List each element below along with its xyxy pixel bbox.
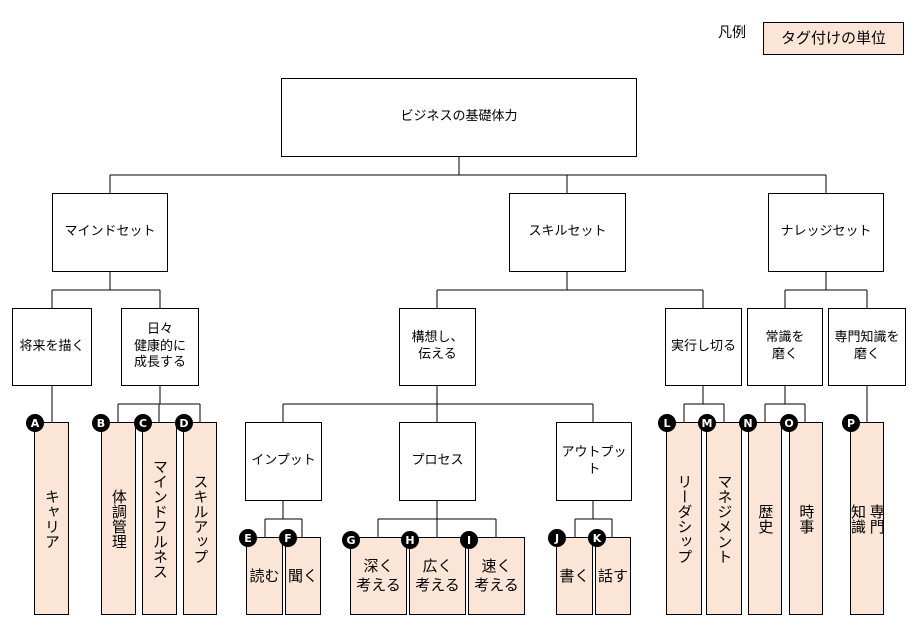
badge-n: N <box>739 414 757 432</box>
tag-g-label: 深く 考える <box>356 557 401 594</box>
tag-g: 深く 考える <box>350 537 407 615</box>
badge-f: F <box>279 529 297 547</box>
badge-e: E <box>239 529 257 547</box>
badge-p: P <box>842 414 860 432</box>
tag-p-label: 専門 知識 <box>849 503 886 534</box>
tag-e: 読む <box>246 537 283 615</box>
tag-d: スキルアップ <box>183 422 217 615</box>
tag-c-label: マインドフルネス <box>150 458 169 579</box>
tag-f-label: 聞く <box>287 566 318 585</box>
tag-i-label: 速く 考える <box>474 557 519 594</box>
tag-b: 体調管理 <box>101 422 136 615</box>
tag-l: リーダシップ <box>666 422 702 615</box>
tag-f: 聞く <box>285 537 321 615</box>
tag-d-label: スキルアップ <box>191 473 210 564</box>
legend-label: 凡例 <box>718 25 746 41</box>
tag-c: マインドフルネス <box>142 422 177 615</box>
node-mindset: マインドセット <box>52 193 168 272</box>
tag-l-label: リーダシップ <box>675 473 694 564</box>
node-execute: 実行し切る <box>665 308 742 386</box>
tag-b-label: 体調管理 <box>109 488 128 549</box>
tag-j-label: 書く <box>559 566 590 585</box>
tag-o-label: 時事 <box>797 503 816 534</box>
node-common: 常識を 磨く <box>747 308 823 386</box>
tag-h-label: 広く 考える <box>415 557 460 594</box>
tag-m-label: マネジメント <box>715 473 734 564</box>
tag-m: マネジメント <box>706 422 742 615</box>
tag-k-label: 話す <box>597 566 628 585</box>
tag-p: 専門 知識 <box>849 422 886 615</box>
badge-m: M <box>698 414 716 432</box>
node-growth: 日々 健康的に 成長する <box>121 308 199 386</box>
node-future: 将来を描く <box>12 308 92 386</box>
node-conceive: 構想し、 伝える <box>399 308 476 386</box>
tag-a: キャリア <box>34 422 69 615</box>
badge-g: G <box>342 531 360 549</box>
node-output: アウトプット <box>556 422 632 501</box>
tag-n-label: 歴史 <box>756 503 775 534</box>
badge-h: H <box>401 531 419 549</box>
badge-k: K <box>588 529 606 547</box>
node-process: プロセス <box>399 422 476 501</box>
tag-a-label: キャリア <box>42 488 61 549</box>
tag-n: 歴史 <box>748 422 782 615</box>
badge-b: B <box>92 414 110 432</box>
tag-j: 書く <box>556 537 593 615</box>
tag-h: 広く 考える <box>409 537 466 615</box>
legend-tag-unit-text: タグ付けの単位 <box>780 29 886 48</box>
badge-j: J <box>548 529 566 547</box>
tag-k: 話す <box>595 537 631 615</box>
tag-o: 時事 <box>789 422 823 615</box>
badge-i: I <box>460 531 478 549</box>
legend-tag-unit: タグ付けの単位 <box>763 22 904 55</box>
node-knowledgeset: ナレッジセット <box>768 193 884 272</box>
badge-a: A <box>26 414 44 432</box>
root-node: ビジネスの基礎体力 <box>281 78 637 157</box>
badge-c: C <box>134 414 152 432</box>
node-expertise: 専門知識を 磨く <box>828 308 906 386</box>
tag-i: 速く 考える <box>468 537 525 615</box>
badge-o: O <box>780 414 798 432</box>
node-skillset: スキルセット <box>509 193 626 272</box>
badge-d: D <box>175 414 193 432</box>
tag-e-label: 読む <box>249 566 280 585</box>
badge-l: L <box>658 414 676 432</box>
node-input: インプット <box>245 422 322 501</box>
